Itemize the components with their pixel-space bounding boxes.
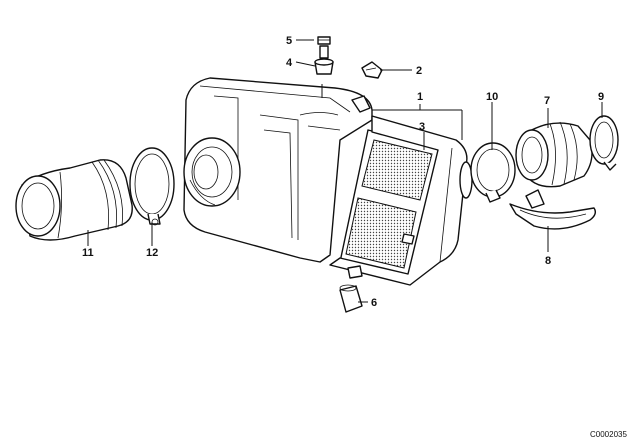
grommet-part-5 [317,36,331,45]
intake-funnel-part-11 [15,159,133,241]
hose-clamp-part-9 [589,115,619,171]
heat-shield-part-8 [509,189,597,230]
callout-9: 9 [598,91,604,103]
callout-6: 6 [371,297,377,309]
rubber-bellows-part-7 [515,121,593,188]
air-filter-housing-part-1 [183,77,373,263]
callout-7: 7 [544,95,550,107]
housing-clip [351,95,371,113]
callout-10: 10 [486,91,498,103]
retaining-clip-part-2 [361,61,383,79]
callout-4: 4 [286,57,293,69]
callout-2: 2 [416,65,422,77]
callout-1: 1 [417,91,423,103]
hose-clamp-part-10 [470,142,516,203]
callout-8: 8 [545,255,551,267]
callout-11: 11 [82,247,94,259]
document-id: C0002035 [590,430,627,439]
rubber-mount-part-4 [314,45,334,75]
hose-clamp-part-12 [129,147,175,226]
callout-12: 12 [146,247,158,259]
callout-5: 5 [286,35,292,47]
air-filter-lid-part-1 [329,115,473,286]
callout-3: 3 [419,121,425,133]
leader-lines [87,39,603,303]
rubber-cap-part-6 [339,265,363,313]
